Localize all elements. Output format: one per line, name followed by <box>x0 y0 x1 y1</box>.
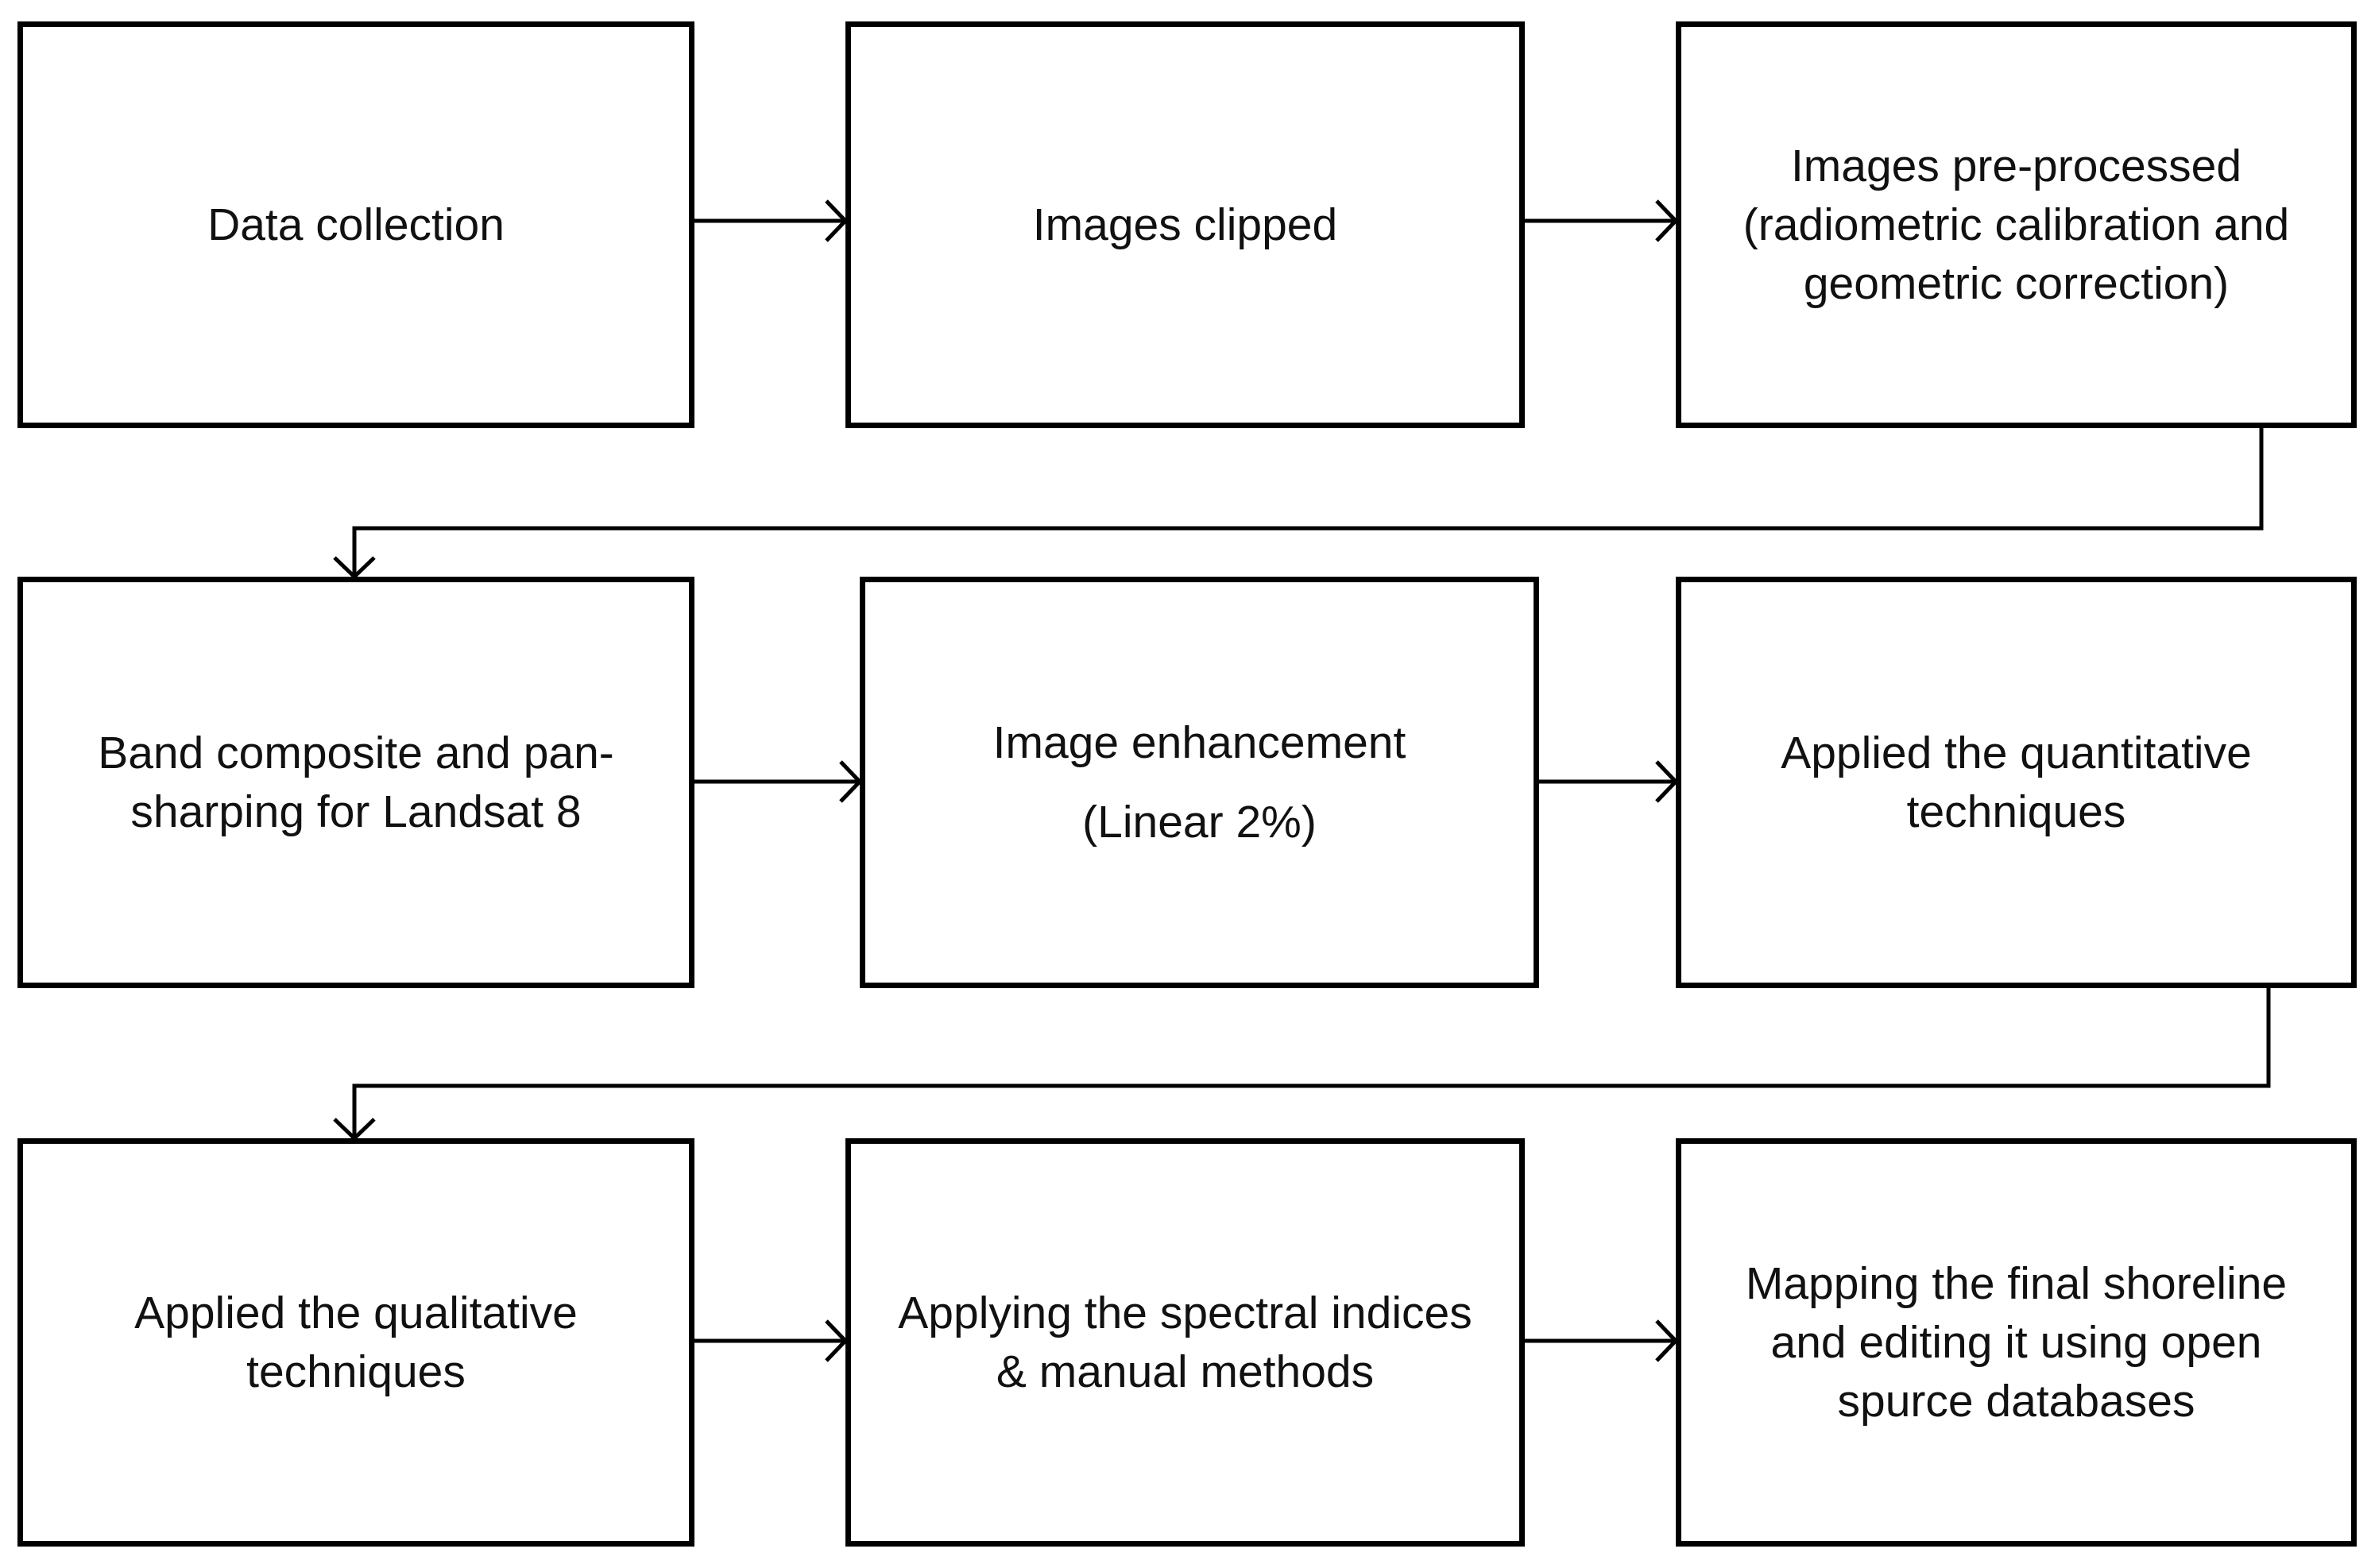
step-spectral-indices: Applying the spectral indices & manual m… <box>845 1138 1525 1547</box>
step-label: Applying the spectral indices & manual m… <box>898 1287 1472 1397</box>
arrow-images-clipped-to-images-pre-processed <box>1525 199 1679 242</box>
step-band-composite: Band composite and pan-sharping for Land… <box>17 577 694 988</box>
step-label: Applied the qualitative techniques <box>134 1287 578 1397</box>
arrow-image-enhancement-to-quantitative-techniques <box>1539 760 1679 803</box>
arrow-quantitative-to-qualitative-techniques <box>333 988 2271 1141</box>
arrow-spectral-indices-to-final-shoreline <box>1525 1319 1679 1362</box>
step-label: Images clipped <box>1032 199 1338 250</box>
step-final-shoreline: Mapping the final shoreline and editing … <box>1676 1138 2357 1547</box>
arrow-images-pre-processed-to-band-composite <box>333 428 2264 580</box>
step-label: Band composite and pan-sharping for Land… <box>98 727 614 837</box>
step-quantitative-techniques: Applied the quantitative techniques <box>1676 577 2357 988</box>
arrow-qualitative-to-spectral-indices <box>694 1319 849 1362</box>
step-label: Data collection <box>207 199 505 250</box>
step-sublabel: (Linear 2%) <box>1082 797 1317 848</box>
step-label: Image enhancement <box>992 716 1406 768</box>
step-data-collection: Data collection <box>17 21 694 428</box>
step-image-enhancement: Image enhancement (Linear 2%) <box>860 577 1539 988</box>
step-qualitative-techniques: Applied the qualitative techniques <box>17 1138 694 1547</box>
step-label: Images pre-processed (radiometric calibr… <box>1742 140 2290 310</box>
arrow-band-composite-to-image-enhancement <box>694 760 863 803</box>
arrow-data-collection-to-images-clipped <box>694 199 849 242</box>
step-images-pre-processed: Images pre-processed (radiometric calibr… <box>1676 21 2357 428</box>
step-images-clipped: Images clipped <box>845 21 1525 428</box>
step-label: Applied the quantitative techniques <box>1781 727 2252 837</box>
step-label: Mapping the final shoreline and editing … <box>1745 1257 2288 1427</box>
